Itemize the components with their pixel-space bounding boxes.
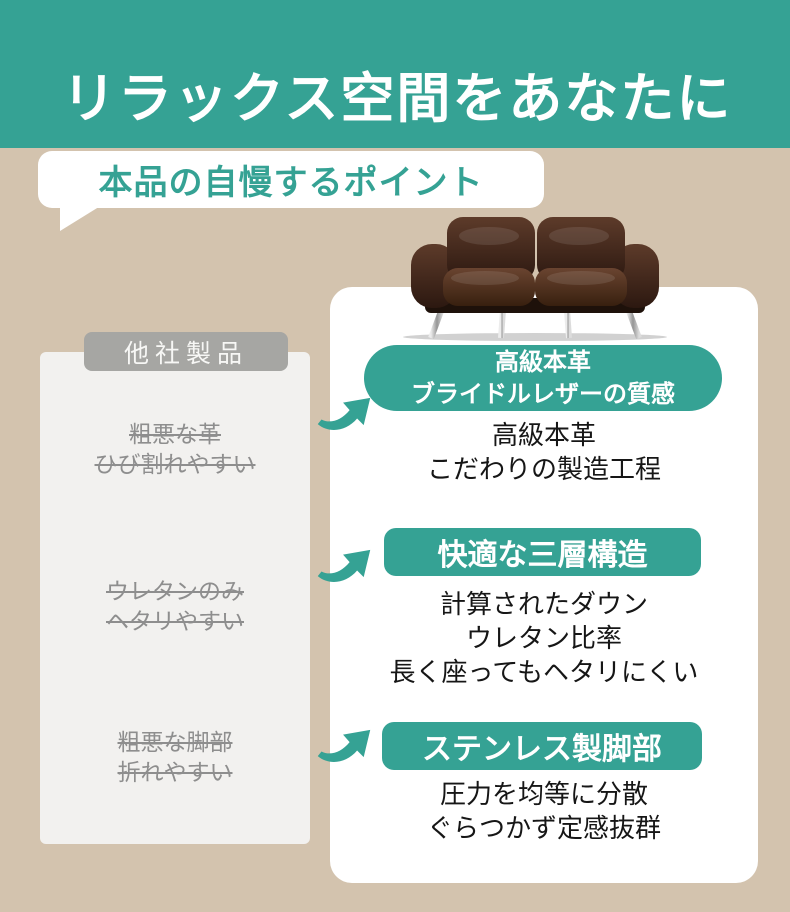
feature-pill-cushion: 快適な三層構造 (384, 528, 701, 576)
header-band: リラックス空間をあなたに (0, 0, 790, 148)
feature-pill-legs: ステンレス製脚部 (382, 722, 702, 770)
competitor-panel-label: 他社製品 (84, 332, 288, 371)
competitor-item-urethane: ウレタンのみ ヘタリやすい (106, 579, 244, 635)
feature-desc-legs: 圧力を均等に分散 ぐらつかず定感抜群 (426, 780, 661, 844)
competitor-panel: 粗悪な革 ひび割れやすい ウレタンのみ ヘタリやすい 粗悪な脚部 折れやすい (40, 352, 310, 844)
feature-pill-leather: 高級本革 ブライドルレザーの質感 (364, 345, 722, 411)
competitor-item-legs: 粗悪な脚部 折れやすい (117, 730, 233, 786)
feature-desc-cushion: 計算されたダウン ウレタン比率 長く座ってもヘタリにくい (389, 590, 699, 688)
competitor-item-leather: 粗悪な革 ひび割れやすい (94, 422, 256, 478)
features-card: 高級本革 ブライドルレザーの質感 高級本革 こだわりの製造工程 快適な三層構造 … (330, 287, 758, 883)
sofa-image (403, 217, 667, 341)
page-title: リラックス空間をあなたに (62, 67, 733, 130)
arrow-icon (317, 729, 371, 762)
points-badge-tail (60, 205, 102, 231)
arrow-icon (317, 549, 371, 582)
points-badge: 本品の自慢するポイント (38, 151, 544, 208)
arrow-icon (317, 397, 371, 430)
feature-desc-leather: 高級本革 こだわりの製造工程 (426, 421, 661, 485)
points-badge-label: 本品の自慢するポイント (98, 163, 484, 203)
